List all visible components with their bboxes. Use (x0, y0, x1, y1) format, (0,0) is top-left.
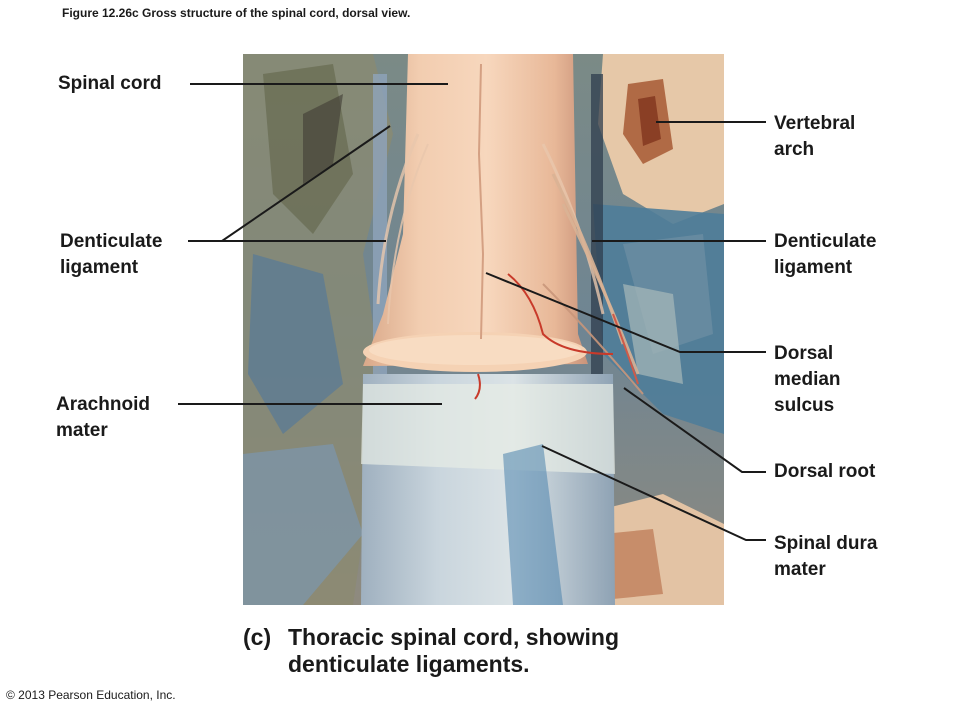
label-vertebral-arch: Vertebral arch (774, 113, 856, 160)
caption-letter: (c) (243, 624, 272, 650)
copyright-notice: © 2013 Pearson Education, Inc. (6, 688, 176, 702)
label-denticulate-ligament-right: Denticulate ligament (774, 231, 877, 278)
label-dorsal-root: Dorsal root (774, 461, 876, 482)
figure-title: Figure 12.26c Gross structure of the spi… (62, 6, 411, 20)
label-dorsal-median-sulcus: Dorsal median sulcus (774, 343, 841, 416)
spinal-cord-photograph (243, 54, 724, 605)
caption-text: Thoracic spinal cord, showing denticulat… (288, 624, 619, 677)
label-spinal-cord: Spinal cord (58, 73, 162, 94)
label-denticulate-ligament-left: Denticulate ligament (60, 231, 163, 278)
label-spinal-dura-mater: Spinal dura mater (774, 533, 878, 580)
label-arachnoid-mater: Arachnoid mater (56, 394, 150, 441)
